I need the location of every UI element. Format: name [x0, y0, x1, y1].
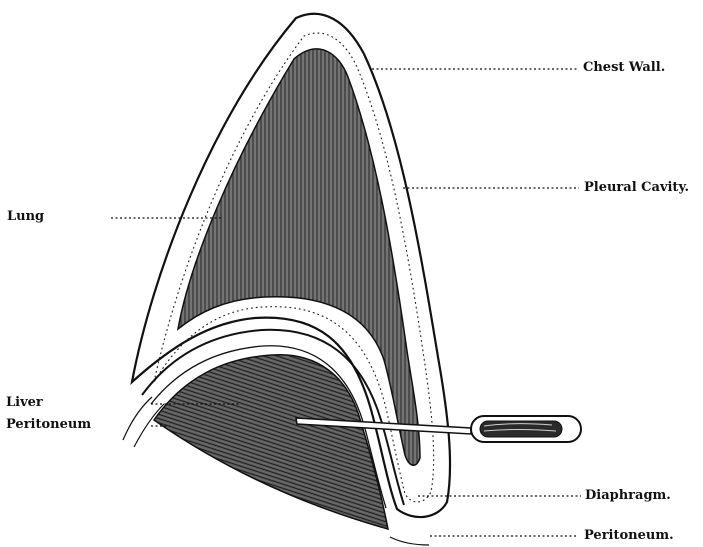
diaphragm-label: Diaphragm.	[585, 489, 671, 502]
liver-label: Liver	[6, 396, 43, 409]
liver-mass	[154, 355, 388, 529]
peritoneum-left-line	[123, 397, 152, 440]
peritoneum-lower-line	[390, 537, 429, 545]
pleural-cavity-label: Pleural Cavity.	[584, 181, 689, 194]
chest-wall-label: Chest Wall.	[583, 61, 665, 74]
lung-label: Lung	[7, 210, 44, 223]
peritoneum-right-label: Peritoneum.	[584, 529, 674, 542]
peritoneum-left-label: Peritoneum	[6, 418, 91, 431]
peritoneum-left-line-2	[134, 404, 164, 447]
